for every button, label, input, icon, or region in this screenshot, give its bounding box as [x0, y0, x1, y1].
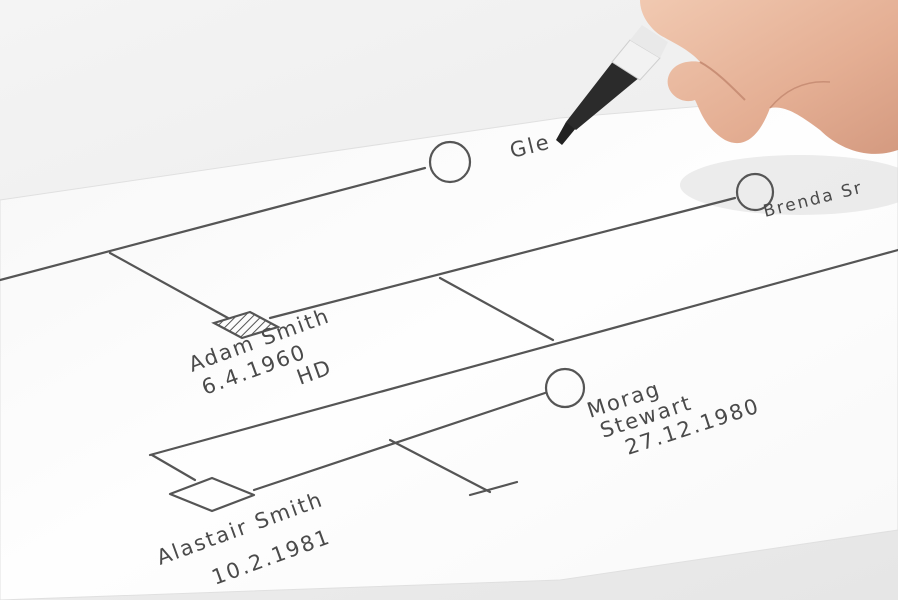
photo-scene: Gle Brenda Sr Adam Smith 6.4.1960 HD Mor…: [0, 0, 898, 600]
